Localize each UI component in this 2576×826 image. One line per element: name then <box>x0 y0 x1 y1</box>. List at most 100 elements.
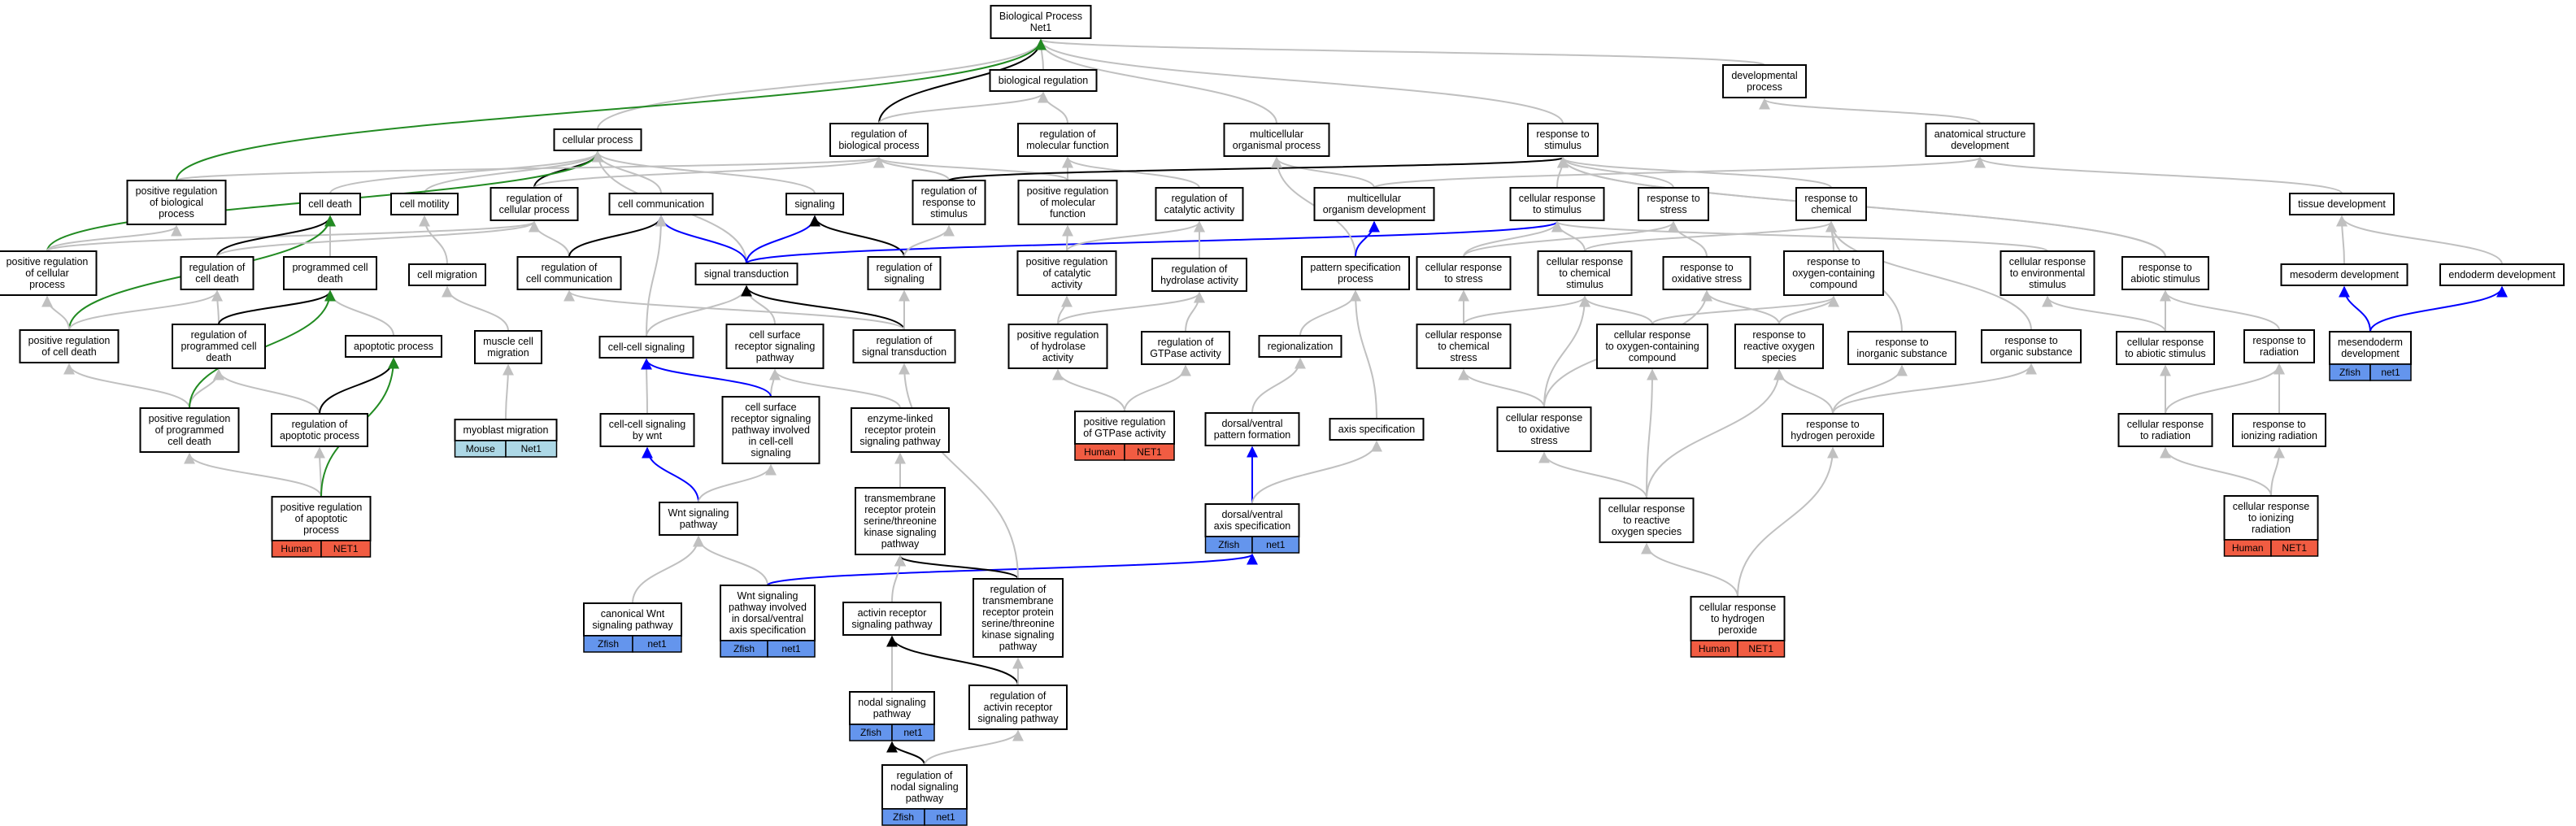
go-term-node[interactable]: apoptotic process <box>345 335 442 358</box>
node-box <box>720 585 816 641</box>
is-a-edge <box>1737 446 1838 598</box>
go-term-node[interactable]: endoderm development <box>2439 263 2565 286</box>
node-label: regulation of <box>877 335 933 346</box>
go-term-node[interactable]: cellular process <box>553 128 642 151</box>
node-box <box>1981 329 2082 363</box>
node-label: cell communication <box>618 198 704 210</box>
go-term-node[interactable]: signaling <box>785 193 844 215</box>
go-term-node[interactable]: tissue development <box>2289 193 2395 215</box>
is-a-edge <box>1035 38 1277 124</box>
go-term-node[interactable]: cell communication <box>608 193 714 215</box>
node-label: cellular response <box>1425 262 1503 273</box>
go-term-node[interactable]: axis specification <box>1329 418 1425 441</box>
node-box <box>973 578 1064 658</box>
is-a-edge <box>1057 291 1205 325</box>
node-label: cellular response <box>1547 256 1624 267</box>
go-term-node[interactable]: biological regulation <box>989 69 1098 92</box>
go-term-node[interactable]: signal transduction <box>694 263 798 285</box>
node-label: kinase signaling <box>864 527 937 538</box>
go-term-node[interactable]: cell migration <box>408 263 486 286</box>
go-term-node[interactable]: cell-cell signaling <box>598 336 694 359</box>
node-box <box>1074 411 1175 445</box>
node-box <box>1141 331 1230 365</box>
go-term-node[interactable]: cell motility <box>390 193 459 215</box>
go-term-node[interactable]: regionalization <box>1258 335 1342 358</box>
go-term-node[interactable]: cell death <box>299 193 361 215</box>
is-a-edge <box>1646 368 1785 499</box>
go-term-node[interactable]: mesoderm development <box>2280 263 2408 286</box>
